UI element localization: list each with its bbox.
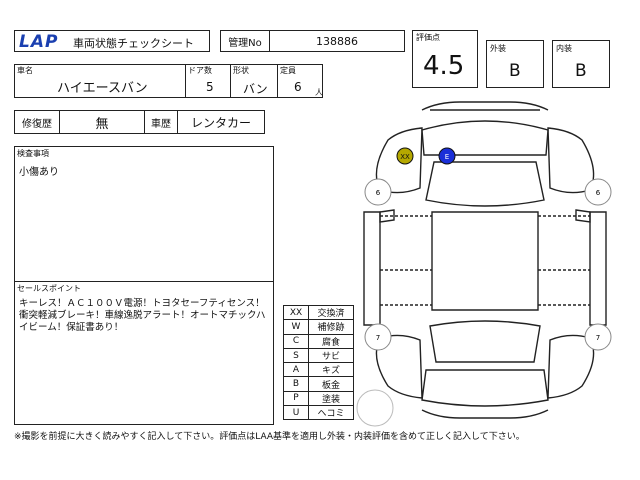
capacity-label: 定員 <box>280 66 296 75</box>
capacity-unit: 人 <box>315 88 323 97</box>
rear-bumper <box>421 409 549 419</box>
sheet-title: 車両状態チェックシート <box>73 37 194 50</box>
rear-left-fender <box>375 334 423 399</box>
marker-xx: XX <box>396 147 414 165</box>
shape-label: 形状 <box>233 66 249 75</box>
inspection-label: 検査事項 <box>17 149 49 158</box>
right-body-side <box>589 211 607 326</box>
legend-meaning: サビ <box>308 347 354 364</box>
record-value: レンタカー <box>177 110 265 134</box>
sales-box: セールスポイント キーレス！ＡＣ１００Ｖ電源！トヨタセーフティセンス！衝突軽減ブ… <box>14 281 274 425</box>
management-no: 138886 <box>269 30 405 52</box>
front-bumper <box>421 101 549 111</box>
lap-logo: LAP <box>19 32 59 52</box>
repair-label: 修復歴 <box>14 110 60 134</box>
wheel-front-left-label: 6 <box>376 189 381 197</box>
score-box: 評価点 4.5 <box>412 30 478 88</box>
legend-meaning: 板金 <box>308 376 354 392</box>
interior-grade-box: 内装 B <box>552 40 610 88</box>
footer-note: ※撮影を前提に大きく読みやすく記入して下さい。評価点はLAA基準を適用し外装・内… <box>14 432 525 442</box>
legend-meaning: 交換済 <box>308 304 354 321</box>
sales-label: セールスポイント <box>17 284 81 293</box>
marker-xx-label: XX <box>400 153 410 161</box>
management-label: 管理No <box>220 30 270 52</box>
spare-tire <box>356 389 394 427</box>
wheel-front-right-label: 6 <box>596 189 601 197</box>
vehicle-name: ハイエースバン <box>57 81 148 96</box>
shape-value: バン <box>243 82 268 96</box>
legend-meaning: 補修跡 <box>308 319 354 335</box>
repair-value: 無 <box>59 110 145 134</box>
marker-e: E <box>438 147 456 165</box>
legend-meaning: キズ <box>308 362 354 378</box>
front-hood <box>421 120 549 156</box>
capacity-box: 定員 6 人 <box>277 64 323 98</box>
vehicle-name-box: 車名 ハイエースバン <box>14 64 186 98</box>
vehicle-name-label: 車名 <box>17 66 33 75</box>
legend-code: P <box>283 390 309 407</box>
interior-label: 内装 <box>556 44 572 53</box>
inspection-text: 小傷あり <box>19 167 59 178</box>
legend-meaning: ヘコミ <box>308 405 354 421</box>
wheel-rear-right: 7 <box>584 323 612 351</box>
rear-hatch <box>421 369 549 407</box>
doors-value: 5 <box>206 80 214 94</box>
car-diagram: 6 6 7 7 XX E <box>356 101 612 427</box>
wheel-front-left: 6 <box>364 178 392 206</box>
rear-window <box>429 320 541 363</box>
legend-meaning: 腐食 <box>308 333 354 349</box>
legend-code: B <box>283 376 309 392</box>
legend-code: A <box>283 362 309 378</box>
wheel-rear-left: 7 <box>364 323 392 351</box>
legend-code: XX <box>283 304 309 321</box>
front-left-fender <box>375 127 423 194</box>
legend-code: W <box>283 319 309 335</box>
exterior-grade: B <box>509 61 521 81</box>
doors-box: ドア数 5 <box>185 64 231 98</box>
legend-meaning: 塗装 <box>308 390 354 407</box>
roof <box>431 211 539 311</box>
wheel-rear-left-label: 7 <box>376 334 380 342</box>
sheet-title-box: LAP 車両状態チェックシート <box>14 30 210 52</box>
legend-code: U <box>283 405 309 421</box>
marker-e-label: E <box>445 153 449 161</box>
score-value: 4.5 <box>423 51 465 81</box>
front-windshield <box>425 161 545 207</box>
wheel-rear-right-label: 7 <box>596 334 600 342</box>
left-body-side <box>363 211 381 326</box>
legend-code: S <box>283 347 309 364</box>
sales-text: キーレス！ＡＣ１００Ｖ電源！トヨタセーフティセンス！衝突軽減ブレーキ！車線逸脱ア… <box>19 298 266 333</box>
legend-code: C <box>283 333 309 349</box>
exterior-grade-box: 外装 B <box>486 40 544 88</box>
rear-right-fender <box>547 334 595 399</box>
doors-label: ドア数 <box>188 66 212 75</box>
record-label: 車歴 <box>144 110 178 134</box>
shape-box: 形状 バン <box>230 64 278 98</box>
inspection-box: 検査事項 小傷あり <box>14 146 274 282</box>
score-label: 評価点 <box>416 33 440 42</box>
capacity-value: 6 <box>294 80 302 94</box>
wheel-front-right: 6 <box>584 178 612 206</box>
exterior-label: 外装 <box>490 44 506 53</box>
front-right-fender <box>547 127 595 194</box>
interior-grade: B <box>575 61 587 81</box>
